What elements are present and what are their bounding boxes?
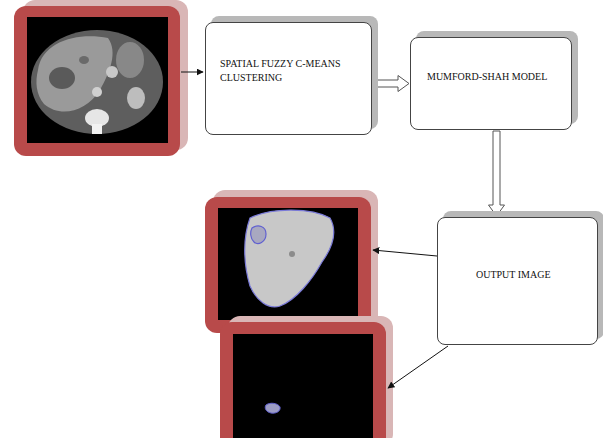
- block-arrow: [489, 131, 505, 216]
- process-box: SPATIAL FUZZY C-MEANS CLUSTERING: [205, 22, 372, 135]
- output-tumor-image: [220, 316, 393, 438]
- box-label: SPATIAL FUZZY C-MEANS CLUSTERING: [220, 57, 363, 84]
- box-label: MUMFORD-SHAH MODEL: [427, 70, 563, 84]
- output-liver-image: [205, 190, 378, 333]
- box-label: OUTPUT IMAGE: [476, 268, 589, 282]
- input-ct-image: [14, 0, 188, 156]
- input-arrow: [181, 72, 203, 73]
- block-arrow: [373, 76, 409, 92]
- process-box: OUTPUT IMAGE: [437, 217, 598, 345]
- output-arrow: [373, 250, 437, 256]
- output-arrow: [388, 346, 448, 388]
- process-box: MUMFORD-SHAH MODEL: [410, 37, 572, 130]
